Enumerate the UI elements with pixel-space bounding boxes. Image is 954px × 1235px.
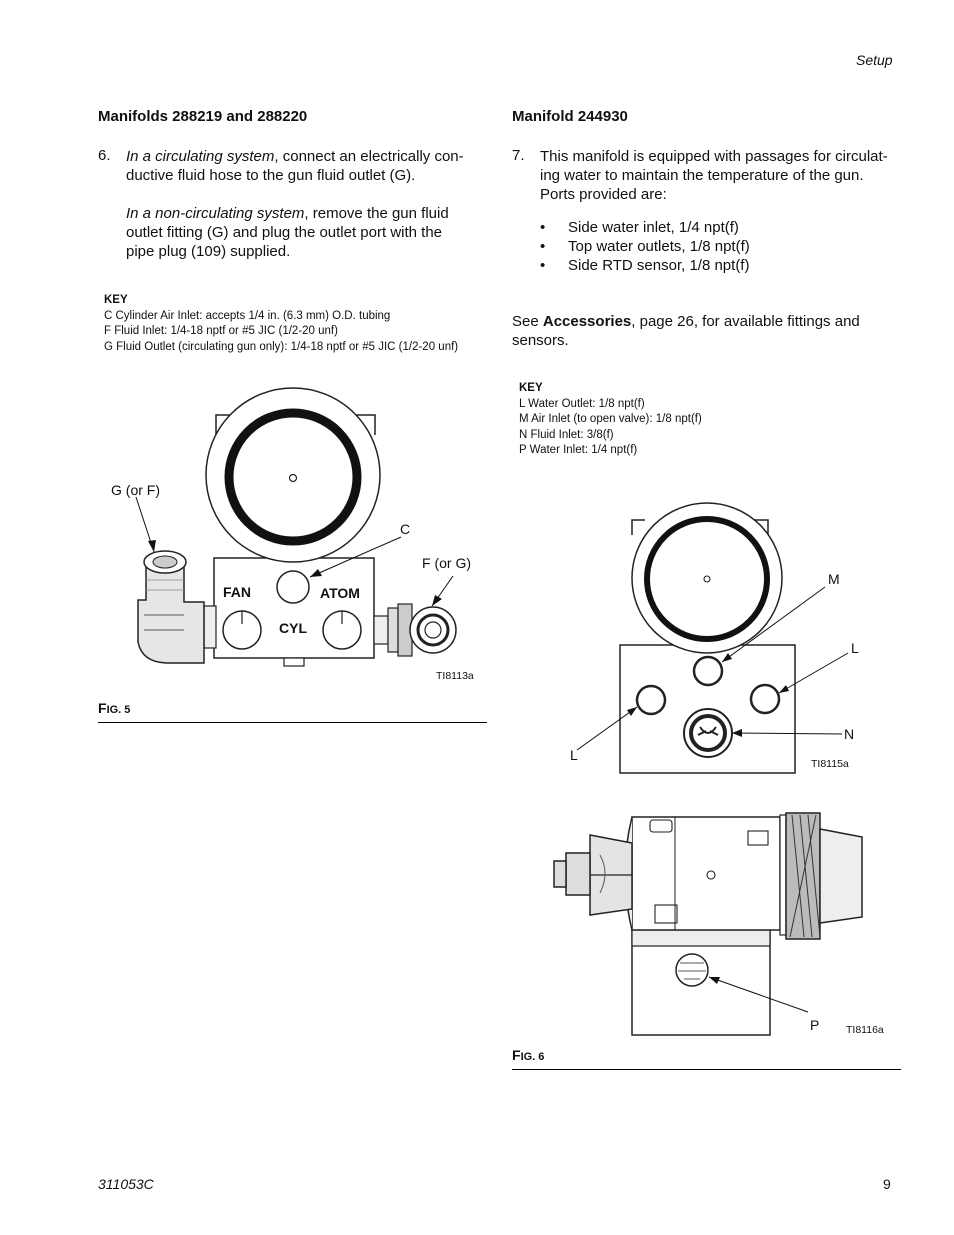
left-key-item: F Fluid Inlet: 1/4-18 nptf or #5 JIC (1/…	[104, 325, 338, 337]
step-6-italic-2: In a non-circulating system	[126, 205, 305, 222]
ports-list: • Side water inlet, 1/4 npt(f) • Top water…	[540, 218, 880, 275]
fig-6-rule	[512, 1069, 901, 1070]
bullet: •	[540, 238, 546, 255]
step-6-number: 6.	[98, 147, 111, 164]
right-key-item: P Water Inlet: 1/4 npt(f)	[519, 444, 638, 456]
fig-5-caption: FIG. 5	[98, 700, 130, 716]
list-item: • Side water inlet, 1/4 npt(f)	[540, 218, 880, 237]
step-6-line-4: outlet fitting (G) and plug the outlet p…	[126, 224, 443, 241]
label-m: M	[828, 571, 840, 587]
fig-6-caption-first: F	[512, 1047, 521, 1063]
label-cyl: CYL	[279, 620, 307, 636]
right-key-item: L Water Outlet: 1/8 npt(f)	[519, 397, 645, 410]
fig6-bottom-ti-code: TI8116a	[846, 1024, 884, 1036]
fig-5-caption-rest: IG. 5	[106, 704, 131, 716]
accessories-ref: Accessories	[542, 313, 632, 330]
bullet: •	[540, 257, 546, 274]
step-6-line-5: pipe plug (109) supplied.	[126, 243, 291, 260]
step-6-rest-2: , remove the gun fluid	[304, 205, 449, 222]
left-key-item: G Fluid Outlet (circulating gun only): 1…	[104, 340, 459, 353]
step-6-text: In a circulating system, connect an elec…	[126, 147, 491, 261]
left-heading: Manifolds 288219 and 288220	[98, 108, 308, 125]
see-accessories: See Accessories, page 26, for available …	[512, 312, 902, 350]
label-l-right: L	[851, 640, 859, 656]
running-header: Setup	[856, 52, 893, 68]
bullet: •	[540, 219, 546, 236]
left-key: KEY C Cylinder Air Inlet: accepts 1/4 in…	[104, 293, 458, 355]
step-6-italic-1: In a circulating system	[126, 148, 275, 165]
step-7-line: This manifold is equipped with passages …	[540, 148, 888, 165]
figure-5-illustration: G (or F) C F (or G) FAN ATOM CYL TI8113a	[111, 387, 474, 682]
fig6-top-ti-code: TI8115a	[811, 758, 849, 770]
fig-6-caption-rest: IG. 6	[520, 1051, 545, 1063]
right-key-item: M Air Inlet (to open valve): 1/8 npt(f)	[519, 413, 702, 425]
step-7-line: ing water to maintain the temperature of…	[540, 167, 864, 184]
label-atom: ATOM	[320, 585, 360, 601]
label-n: N	[844, 726, 854, 742]
list-item-text: Top water outlets, 1/8 npt(f)	[568, 238, 750, 255]
fig-6-caption: FIG. 6	[512, 1047, 544, 1063]
figure-6-top-illustration: M L N L TI8115a	[570, 502, 859, 774]
step-7-number: 7.	[512, 147, 525, 164]
left-key-item: C Cylinder Air Inlet: accepts 1/4 in. (6…	[104, 309, 391, 322]
label-l-left: L	[570, 747, 578, 763]
step-7-line: Ports provided are:	[540, 186, 667, 203]
label-c: C	[400, 521, 410, 537]
label-fan: FAN	[223, 584, 251, 600]
step-6-rest-1: , connect an electrically con-	[274, 148, 464, 165]
right-key-item: N Fluid Inlet: 3/8(f)	[519, 428, 614, 441]
fig5-ti-code: TI8113a	[436, 670, 474, 682]
label-p: P	[810, 1017, 819, 1033]
right-heading: Manifold 244930	[512, 108, 628, 125]
list-item: • Side RTD sensor, 1/8 npt(f)	[540, 256, 880, 275]
list-item-text: Side RTD sensor, 1/8 npt(f)	[568, 257, 750, 274]
step-7-text: This manifold is equipped with passages …	[540, 147, 910, 204]
list-item: • Top water outlets, 1/8 npt(f)	[540, 237, 880, 256]
step-6-line-2: ductive fluid hose to the gun fluid outl…	[126, 167, 416, 184]
right-key-title: KEY	[519, 382, 543, 394]
see-pre: See	[512, 313, 543, 330]
page-number: 9	[883, 1176, 891, 1192]
see-post: , page 26, for available fittings and	[631, 313, 860, 330]
doc-number: 311053C	[98, 1176, 154, 1192]
figure-6-bottom-illustration: P TI8116a	[553, 812, 884, 1036]
see-line-2: sensors.	[512, 332, 569, 349]
left-key-title: KEY	[104, 294, 128, 306]
fig-5-rule	[98, 722, 487, 723]
label-f-or-g: F (or G)	[422, 555, 471, 571]
list-item-text: Side water inlet, 1/4 npt(f)	[568, 219, 739, 236]
fig-5-caption-first: F	[98, 700, 107, 716]
label-g-or-f: G (or F)	[111, 482, 160, 498]
right-key: KEY L Water Outlet: 1/8 npt(f) M Air Inl…	[519, 381, 702, 459]
